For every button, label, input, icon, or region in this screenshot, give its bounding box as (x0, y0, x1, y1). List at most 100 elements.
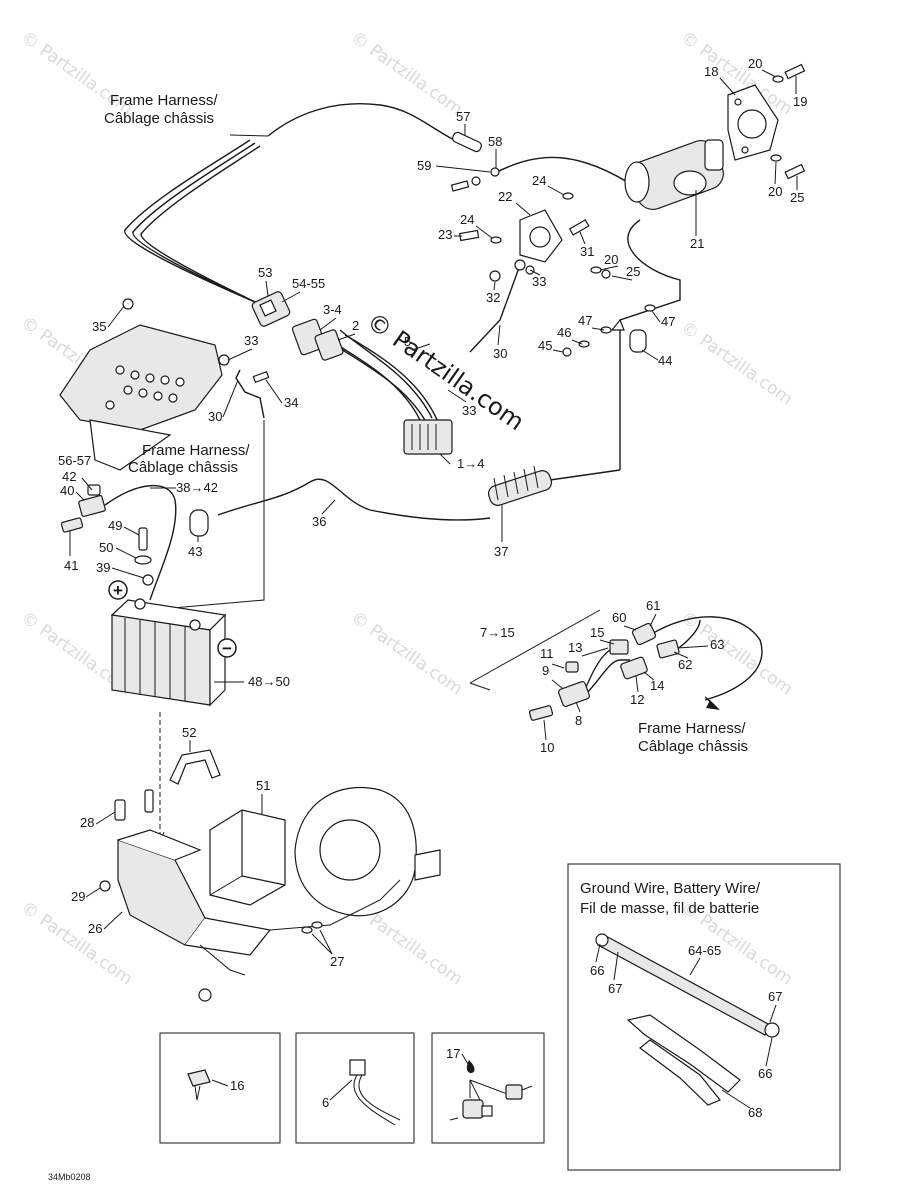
solenoid-bracket (458, 192, 611, 282)
callout-19: 19 (793, 94, 807, 109)
voltage-regulator (403, 419, 453, 455)
callout-63: 63 (710, 637, 724, 652)
heat-shield-holes (105, 365, 185, 410)
callout-67: 67 (768, 989, 782, 1004)
callout-44: 44 (658, 353, 672, 368)
callout-18: 18 (704, 64, 718, 79)
callout-64-65: 64-65 (688, 943, 721, 958)
callout-21: 21 (690, 236, 704, 251)
callout-41: 41 (64, 558, 78, 573)
callout-30: 30 (493, 346, 507, 361)
callout-62: 62 (678, 657, 692, 672)
callout-57: 57 (456, 109, 470, 124)
callout-7-15: 7→15 (480, 625, 515, 640)
callout-10: 10 (540, 740, 554, 755)
fuse-link-57 (452, 131, 500, 177)
callout-17: 17 (446, 1046, 460, 1061)
callout-47: 47 (661, 314, 675, 329)
frame-harness-caption-fr: Câblage châssis (128, 459, 238, 476)
callout-25: 25 (626, 264, 640, 279)
frame-harness-caption-fr: Câblage châssis (104, 110, 214, 127)
watermark: © Partzilla.com (677, 318, 796, 410)
callout-42: 42 (62, 469, 76, 484)
starter-wires (469, 156, 681, 470)
callout-13: 13 (568, 640, 582, 655)
battery-cable-36 (217, 465, 621, 521)
callout-54-55: 54-55 (292, 276, 325, 291)
callout-15: 15 (590, 625, 604, 640)
heat-shield (59, 298, 223, 471)
callout-20: 20 (604, 252, 618, 267)
callout-26: 26 (88, 921, 102, 936)
negative-terminal-symbol: − (217, 638, 237, 658)
ground-wire-30 (149, 354, 270, 611)
callout-8: 8 (575, 713, 582, 728)
callout-38-42: 38→42 (176, 480, 218, 495)
frame-harness-bundle (124, 103, 481, 310)
callout-6: 6 (322, 1095, 329, 1110)
callout-66: 66 (590, 963, 604, 978)
engine-housing (269, 786, 441, 934)
plus-sign: + (113, 581, 123, 600)
battery (110, 598, 227, 707)
callout-51: 51 (256, 778, 270, 793)
starter-bracket (727, 84, 779, 161)
callout-32: 32 (486, 290, 500, 305)
fuse-holder (60, 484, 177, 601)
callout-61: 61 (646, 598, 660, 613)
callout-53: 53 (258, 265, 272, 280)
bolt-28 (99, 789, 154, 892)
detail-box-6 (295, 1032, 415, 1144)
positive-terminal-symbol: + (108, 580, 128, 600)
ground-wire-area (562, 304, 656, 357)
callout-16: 16 (230, 1078, 244, 1093)
ground-wire-box-title: Ground Wire, Battery Wire/ (580, 880, 761, 897)
frame-harness-caption: Frame Harness/ (142, 442, 250, 459)
callout-14: 14 (650, 678, 664, 693)
ground-wire-box-title-fr: Fil de masse, fil de batterie (580, 900, 759, 917)
battery-cover (209, 809, 286, 906)
detail-box-16 (159, 1032, 281, 1144)
watermark: © Partzilla.com (347, 608, 466, 700)
frame-harness-caption: Frame Harness/ (110, 92, 218, 109)
callout-33: 33 (532, 274, 546, 289)
callout-12: 12 (630, 692, 644, 707)
callout-56-57: 56-57 (58, 453, 91, 468)
callout-33: 33 (244, 333, 258, 348)
callout-5: 5 (404, 334, 411, 349)
diagram-code: 34Mb0208 (48, 1172, 91, 1182)
callout-43: 43 (188, 544, 202, 559)
callout-60: 60 (612, 610, 626, 625)
leader-lines (69, 69, 798, 1109)
callout-22: 22 (498, 189, 512, 204)
callout-68: 68 (748, 1105, 762, 1120)
callout-59: 59 (417, 158, 431, 173)
starter-motor (624, 139, 724, 210)
callout-67: 67 (608, 981, 622, 996)
center-watermark: © Partzilla.com (362, 307, 530, 436)
callout-66: 66 (758, 1066, 772, 1081)
callout-52: 52 (182, 725, 196, 740)
callout-20: 20 (748, 56, 762, 71)
callout-20: 20 (768, 184, 782, 199)
callout-3-4: 3-4 (323, 302, 342, 317)
callout-23: 23 (438, 227, 452, 242)
callout-25: 25 (790, 190, 804, 205)
callout-45: 45 (538, 338, 552, 353)
bolt-59 (450, 176, 481, 192)
harness-to-regulator (329, 329, 439, 423)
bolts-19-25 (770, 63, 806, 180)
callout-34: 34 (284, 395, 298, 410)
minus-sign: − (222, 639, 232, 658)
callout-11: 11 (540, 646, 554, 661)
connector-3-4 (291, 318, 344, 361)
frame-harness-caption: Frame Harness/ (638, 720, 746, 737)
callout-28: 28 (80, 815, 94, 830)
bolt-49-50 (134, 527, 154, 586)
watermark: © Partzilla.com (347, 28, 466, 120)
watermark: © Partzilla.com (17, 898, 136, 990)
callout-1-4: 1→4 (457, 456, 484, 471)
callout-47: 47 (578, 313, 592, 328)
callout-24: 24 (532, 173, 546, 188)
